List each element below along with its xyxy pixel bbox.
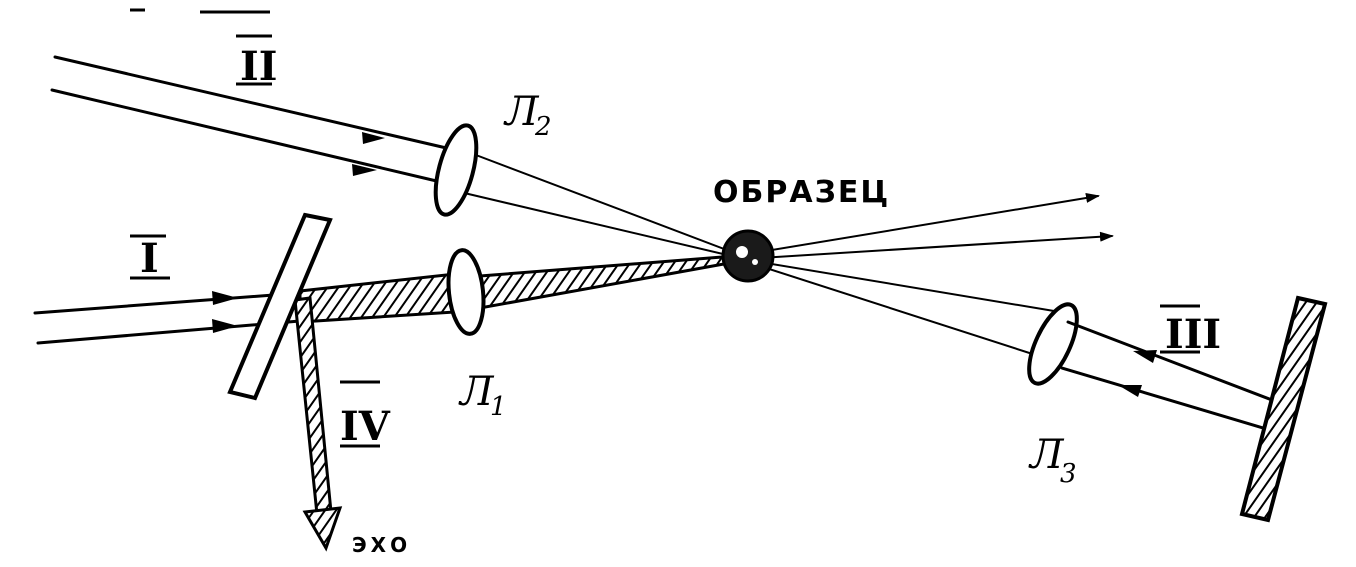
echo-label: ЭХО	[352, 533, 411, 557]
beam-ii-arrow-lower	[352, 164, 377, 176]
beam-ii-rays	[50, 55, 457, 185]
lens-l1-subscript: 1	[490, 392, 507, 422]
sample-dot	[721, 229, 775, 283]
beam-ii-ray-upper	[53, 55, 457, 152]
sample-label: ОБРАЗЕЦ	[713, 175, 890, 210]
lens-l2-subscript: 2	[534, 112, 552, 142]
beam-i-hatched-segment	[298, 272, 457, 324]
beam-i-arrow-upper	[212, 291, 238, 305]
lens-l1-label: Л	[458, 369, 495, 415]
beam-iii-rays	[1060, 320, 1287, 432]
transmitted-rays	[759, 193, 1114, 259]
beam-iv-label: IV	[340, 403, 391, 450]
lens-l2-label: Л	[503, 89, 540, 135]
beam-i-label: I	[140, 235, 159, 282]
lens-l1	[446, 248, 486, 336]
l2-focusing-rays	[459, 151, 741, 259]
beam-ii-ray-lower	[50, 88, 447, 185]
beam-iii-arrow-upper	[1133, 350, 1157, 363]
beam-iii-arrow-lower	[1118, 385, 1142, 397]
sample	[721, 229, 775, 283]
beam-iv-echo-beam	[293, 296, 334, 526]
beam-i-ray-lower	[36, 319, 302, 345]
lens-l3	[1027, 302, 1079, 386]
l1-focusing-cone	[478, 254, 737, 310]
lens-l3-subscript: 3	[1060, 459, 1077, 489]
l3-rays	[759, 261, 1061, 359]
beam-ii-label: II	[240, 43, 277, 90]
lens-l2	[433, 123, 479, 217]
beam-i-ray-upper	[33, 291, 302, 315]
sample-highlight	[736, 246, 748, 258]
mirror	[1239, 295, 1328, 523]
beam-iii-ray-lower	[1060, 366, 1272, 432]
lens-l3-label: Л	[1028, 432, 1065, 478]
beamsplitter-plate	[227, 212, 333, 401]
echo-arrow-icon	[302, 506, 343, 552]
beam-ii-arrow-upper	[362, 132, 385, 144]
beam-i-rays	[33, 291, 302, 345]
beam-iii-label: III	[1165, 311, 1221, 358]
beam-i-arrow-lower	[212, 319, 238, 333]
beam-iii-ray-upper	[1066, 320, 1287, 407]
